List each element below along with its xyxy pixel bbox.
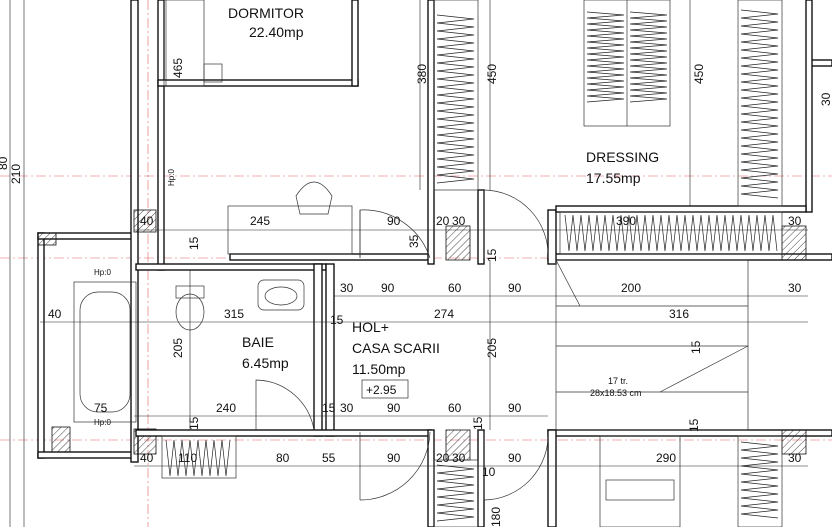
hol-level: +2.95: [366, 383, 397, 397]
sink-icon: [257, 279, 305, 311]
room-labels: DORMITOR 22.40mp DRESSING 17.55mp BAIE 6…: [228, 5, 659, 399]
dim-90-bot-b: 90: [508, 401, 522, 415]
walls: [37, 0, 832, 527]
bed-bottom: [599, 435, 681, 527]
dim-15-right: 15: [689, 340, 703, 354]
dormitor-name: DORMITOR: [228, 5, 304, 21]
dim-245: 245: [250, 214, 270, 228]
dim-30-right-top: 30: [788, 214, 802, 228]
doors: [255, 189, 549, 501]
dim-10: 10: [482, 465, 496, 479]
hol-name-1: HOL+: [352, 319, 389, 335]
dim-205-baie: 205: [171, 338, 185, 358]
dim-15-e: 15: [187, 416, 201, 430]
dim-60-bot: 60: [448, 401, 462, 415]
hol-name-2: CASA SCARII: [352, 340, 440, 356]
dim-90-bot-d: 90: [508, 451, 522, 465]
dim-90-top-door: 90: [387, 214, 401, 228]
baie-area: 6.45mp: [242, 355, 289, 371]
bath-fixtures: [73, 181, 353, 423]
dim-75: 75: [94, 401, 108, 415]
stairs-size: 28x18.53 cm: [590, 388, 642, 398]
dim-15-a: 15: [187, 236, 201, 250]
dim-90-bot-a: 90: [387, 401, 401, 415]
dim-465: 465: [171, 58, 185, 78]
dim-40-left: 40: [48, 307, 62, 321]
dim-60-hol: 60: [448, 281, 462, 295]
dim-80: 80: [0, 156, 10, 170]
dim-274: 274: [434, 307, 454, 321]
dim-180: 180: [489, 507, 503, 527]
chair-icon: [295, 181, 333, 215]
dim-210: 210: [9, 164, 23, 184]
dim-90-bot-c: 90: [387, 451, 401, 465]
hp-bath-bottom: Hp:0: [94, 418, 111, 427]
stairs: 17 tr. 28x18.53 cm: [555, 259, 749, 431]
hp-left: Hp:0: [167, 169, 176, 186]
dimension-lines: [40, 0, 808, 467]
dim-110: 110: [178, 451, 197, 465]
dim-20-bot: 20: [436, 451, 450, 465]
dim-290: 290: [656, 451, 676, 465]
baie-name: BAIE: [242, 334, 274, 350]
hp-labels: Hp:0 Hp:0 Hp:0: [94, 169, 176, 427]
dim-40-top: 40: [140, 214, 154, 228]
dim-30-bot-r: 30: [452, 451, 466, 465]
dim-20-top: 20: [436, 214, 450, 228]
dim-90-hol-a: 90: [381, 281, 395, 295]
dim-205-hol: 205: [485, 338, 499, 358]
dim-200: 200: [621, 281, 641, 295]
dim-316: 316: [669, 307, 689, 321]
dim-40-bot: 40: [140, 451, 154, 465]
dim-450-a: 450: [485, 64, 499, 84]
dim-380: 380: [415, 64, 429, 84]
dim-30-far-right: 30: [819, 92, 832, 106]
dim-30-bot-l: 30: [340, 401, 354, 415]
dim-15-b: 15: [485, 248, 499, 262]
dim-315: 315: [224, 307, 244, 321]
left-margin-dims: 210 80: [0, 0, 25, 527]
dim-15-c: 15: [330, 313, 344, 327]
dim-35: 35: [407, 234, 421, 248]
dim-80-bot: 80: [276, 451, 290, 465]
dormitor-area: 22.40mp: [249, 24, 304, 40]
stairs-steps: 17 tr.: [608, 376, 628, 386]
dim-450-b: 450: [692, 64, 706, 84]
dim-240: 240: [216, 401, 236, 415]
wardrobes: [161, 0, 783, 527]
dim-15-g: 15: [687, 418, 701, 432]
hol-area: 11.50mp: [352, 361, 406, 377]
dimension-labels: 465 380 450 450 40 245 15 90 35 20 30 39…: [48, 58, 832, 527]
dim-30-top: 30: [452, 214, 466, 228]
dim-15-f: 15: [471, 416, 485, 430]
hp-bath: Hp:0: [94, 268, 111, 277]
dim-30-hol-l: 30: [340, 281, 354, 295]
dim-390: 390: [616, 214, 636, 228]
dim-30-right-mid: 30: [788, 281, 802, 295]
dressing-name: DRESSING: [586, 149, 659, 165]
dim-15-d: 15: [322, 401, 336, 415]
dim-55: 55: [322, 451, 336, 465]
dim-90-hol-b: 90: [508, 281, 522, 295]
dressing-area: 17.55mp: [586, 170, 641, 186]
dim-30-bot-right: 30: [788, 451, 802, 465]
